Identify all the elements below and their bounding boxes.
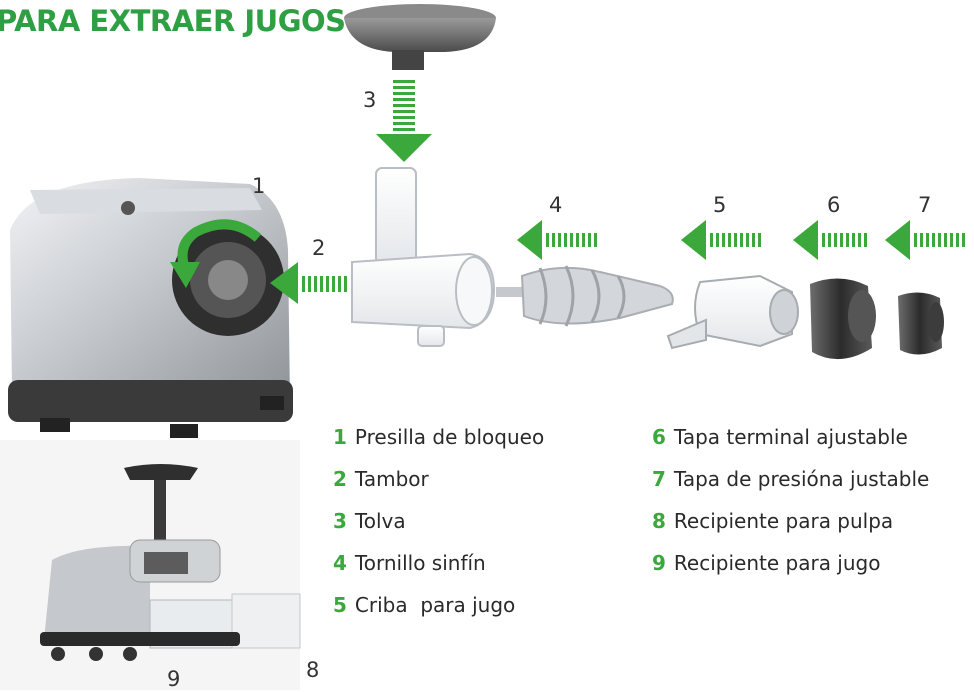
callout-number-6: 6 [827, 193, 841, 217]
callout-number-9: 9 [167, 667, 181, 691]
page-title: PARA EXTRAER JUGOS [0, 4, 346, 38]
callout-number-8: 8 [306, 658, 320, 682]
juicer-base-unit [8, 178, 293, 438]
arrow-left-icon [793, 220, 867, 260]
juicing-screen-part [666, 274, 799, 350]
arrow-left-icon [270, 262, 347, 304]
arrow-left-icon [517, 220, 597, 260]
arrow-down-icon [376, 80, 432, 162]
end-cap-part [810, 278, 876, 360]
callout-number-7: 7 [918, 193, 932, 217]
auger-part [496, 265, 674, 327]
callout-number-2: 2 [312, 236, 326, 260]
callout-number-5: 5 [713, 193, 727, 217]
arrow-left-icon [885, 220, 965, 260]
arrow-left-icon [681, 220, 761, 260]
pressure-cap-part [898, 292, 944, 355]
drum-part [351, 167, 496, 347]
callout-number-4: 4 [549, 193, 563, 217]
assembled-juicer-image [0, 440, 301, 690]
callout-number-3: 3 [363, 88, 377, 112]
rotate-arrow-icon [170, 219, 262, 288]
hopper-part [344, 4, 496, 70]
callout-number-1: 1 [252, 174, 266, 198]
